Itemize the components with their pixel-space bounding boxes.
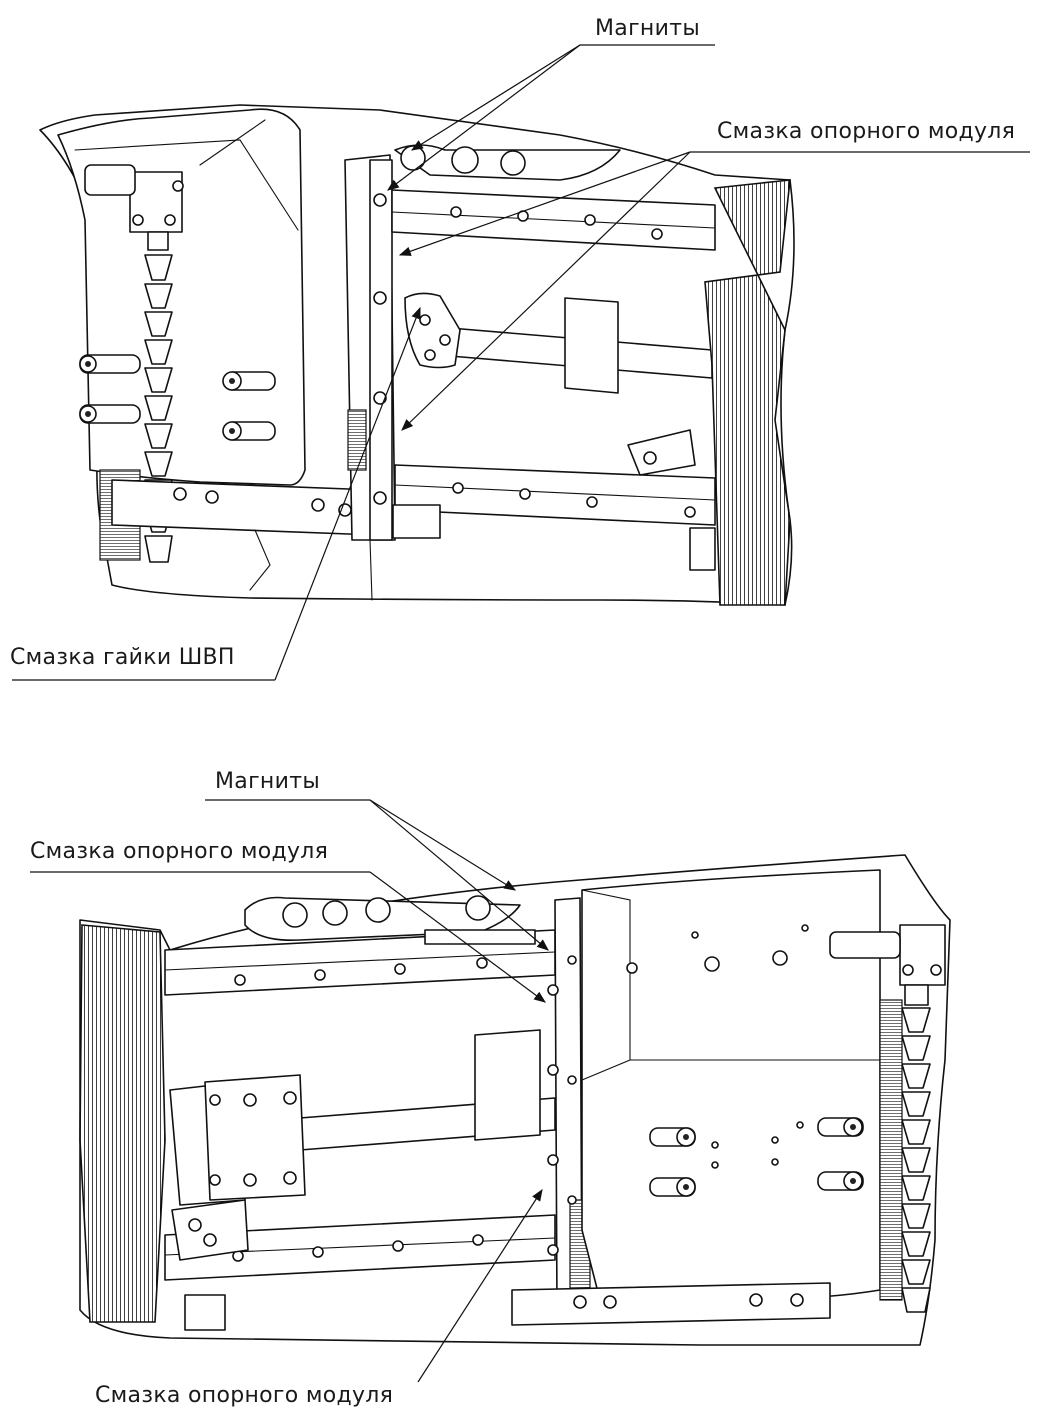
bolt-icon: [222, 421, 276, 441]
top-lower-rail: [394, 464, 716, 526]
top-base-step: [111, 479, 376, 536]
bottom-housing-window: [474, 1029, 541, 1141]
bottom-base-outline: [79, 854, 951, 1346]
bottom-bolts: [649, 1117, 864, 1197]
label-bottom-magnets: Магниты: [215, 769, 320, 794]
top-bracket: [627, 429, 696, 476]
top-bellows: [704, 179, 791, 606]
bottom-lower-rail: [164, 1214, 556, 1281]
hole-icon: [772, 950, 788, 966]
bottom-assembly: [79, 854, 951, 1346]
bottom-fitting-block: [899, 924, 946, 986]
label-bottom-support-lube-lower: Смазка опорного модуля: [95, 1383, 393, 1408]
bolt-icon: [649, 1127, 696, 1147]
label-bottom-support-lube-upper: Смазка опорного модуля: [30, 839, 328, 864]
bolt-icon: [79, 404, 141, 424]
top-assembly: [39, 104, 795, 606]
bolt-icon: [79, 354, 141, 374]
bottom-coolant-hose: [901, 984, 931, 1313]
top-air-fitting: [84, 164, 136, 196]
bolt-icon: [817, 1171, 864, 1191]
bolt-icon: [222, 371, 276, 391]
bottom-bellows-left: [79, 924, 166, 1323]
bolt-icon: [817, 1117, 864, 1137]
top-callouts: Магниты Смазка опорного модуля Смазка га…: [10, 16, 1030, 681]
bottom-bellows-right: [879, 999, 903, 1301]
bottom-callouts: Магниты Смазка опорного модуля Смазка оп…: [30, 769, 549, 1408]
bolt-icon: [649, 1177, 696, 1197]
label-top-support-lube: Смазка опорного модуля: [717, 119, 1015, 144]
bottom-base-step: [511, 1282, 831, 1326]
bottom-air-fitting: [829, 931, 901, 959]
hole-icon: [704, 956, 720, 972]
top-left-plate: [57, 108, 306, 486]
label-top-nut-lube: Смазка гайки ШВП: [10, 645, 235, 670]
top-housing-window: [564, 297, 619, 394]
top-bolts: [79, 354, 276, 441]
label-top-magnets: Магниты: [595, 16, 700, 41]
bottom-bracket: [171, 1199, 249, 1261]
